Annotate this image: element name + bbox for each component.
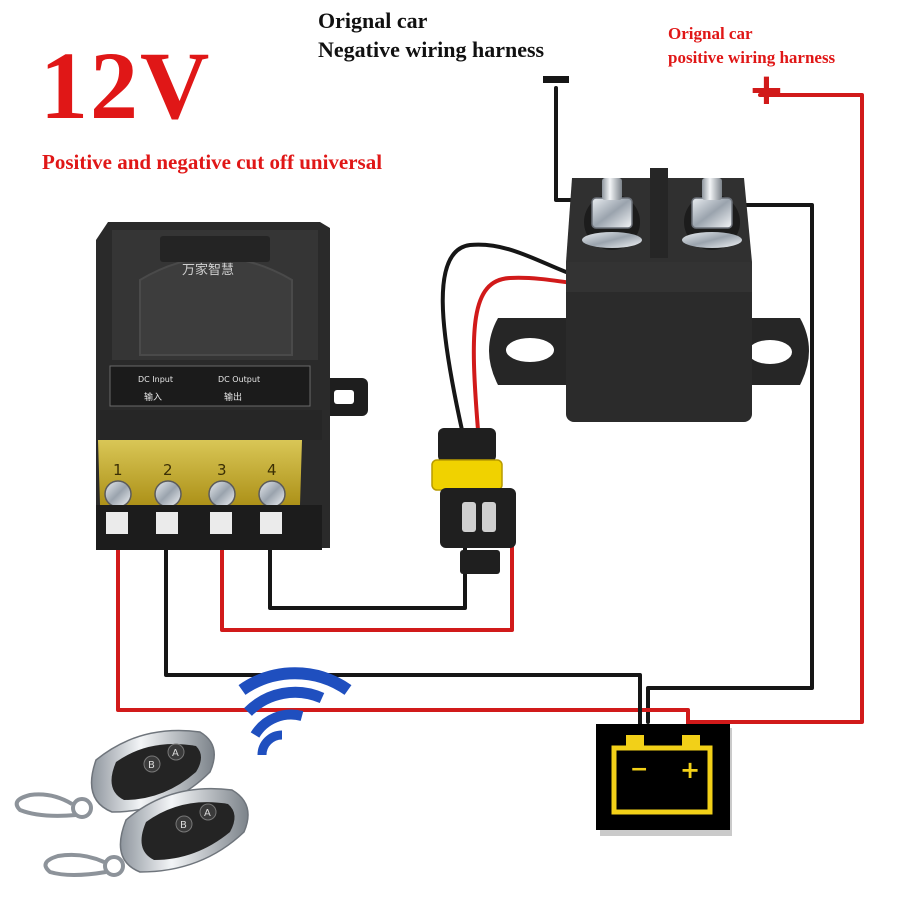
relay-terminal-right — [682, 178, 742, 250]
wire-relay-to-battery-negative — [646, 203, 814, 724]
battery: − + — [596, 724, 732, 836]
relay-terminal-left — [582, 178, 642, 250]
keyring-clip-front — [43, 852, 107, 877]
terminal-screw-4 — [258, 480, 286, 508]
negative-harness-symbol — [543, 76, 569, 83]
terminal-number-4: 4 — [267, 461, 277, 479]
remote-front-button-b: B — [180, 820, 187, 831]
battery-minus-sign: − — [630, 757, 648, 782]
terminal-screw-1 — [104, 480, 132, 508]
relay — [489, 168, 809, 422]
receiver-brand-label: 万家智慧 — [182, 262, 234, 278]
subline-description: Positive and negative cut off universal — [42, 150, 383, 174]
terminal-screws — [104, 480, 286, 508]
wire-terminal-3 — [220, 526, 514, 632]
terminal-number-2: 2 — [163, 461, 173, 479]
wire-connector-to-relay-black — [440, 242, 617, 432]
remote-front-button-a: A — [204, 808, 211, 819]
negative-harness-label-line2: Negative wiring harness — [318, 37, 545, 62]
receiver-output-label: DC Output — [218, 375, 260, 384]
receiver-input-label: DC Input — [138, 375, 173, 384]
terminal-cover — [98, 440, 302, 505]
battery-plus-sign: + — [680, 756, 700, 784]
battery-icon-outline — [611, 745, 713, 815]
remote-back-button-b: B — [148, 760, 155, 771]
receiver-input-cn-label: 输入 — [144, 391, 162, 403]
headline-voltage: 12V — [40, 32, 212, 139]
keyring-clip-back — [14, 792, 77, 818]
wireless-signal-icon — [238, 667, 352, 756]
receiver-module: 万家智慧 DC Input 输入 DC Output 输出 1 2 3 4 — [96, 222, 368, 550]
positive-harness-symbol: + — [748, 64, 785, 115]
remote-control-front: B A — [43, 787, 249, 877]
wire-terminal-4 — [268, 526, 467, 610]
positive-harness-label-line2: positive wiring harness — [668, 48, 836, 67]
relay-body — [566, 262, 752, 422]
waterproof-connector — [431, 428, 516, 574]
positive-harness-label-line1: Orignal car — [668, 24, 753, 43]
wire-terminal-2 — [164, 526, 642, 737]
wire-terminal-1 — [116, 526, 690, 737]
terminal-number-3: 3 — [217, 461, 227, 479]
terminal-number-1: 1 — [113, 461, 123, 479]
receiver-output-cn-label: 输出 — [224, 391, 242, 403]
remote-back-button-a: A — [172, 748, 179, 759]
terminal-screw-2 — [154, 480, 182, 508]
terminal-screw-3 — [208, 480, 236, 508]
negative-harness-label-line1: Orignal car — [318, 8, 428, 33]
receiver-label-strip — [109, 365, 311, 407]
